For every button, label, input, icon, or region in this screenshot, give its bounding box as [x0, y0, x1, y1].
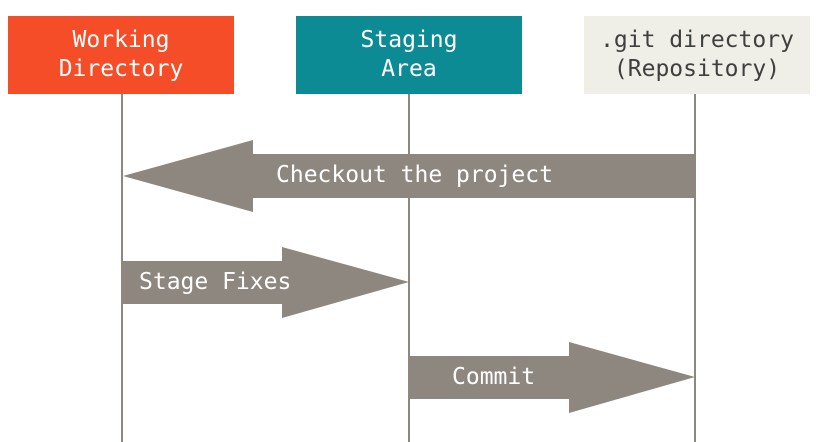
checkout-arrow-label: Checkout the project — [276, 162, 553, 188]
repository-label: .git directory (Repository) — [600, 27, 794, 82]
repository-box: .git directory (Repository) — [584, 16, 810, 94]
staging-area-box: Staging Area — [296, 16, 522, 94]
checkout-arrow — [123, 140, 695, 212]
staging-area-label: Staging Area — [360, 27, 458, 82]
stage-arrow — [122, 247, 409, 318]
working-directory-box: Working Directory — [8, 16, 234, 94]
commit-arrow — [409, 342, 695, 413]
working-directory-label: Working Directory — [58, 27, 184, 82]
commit-arrow-label: Commit — [452, 364, 536, 390]
stage-arrow-label: Stage Fixes — [139, 269, 292, 295]
